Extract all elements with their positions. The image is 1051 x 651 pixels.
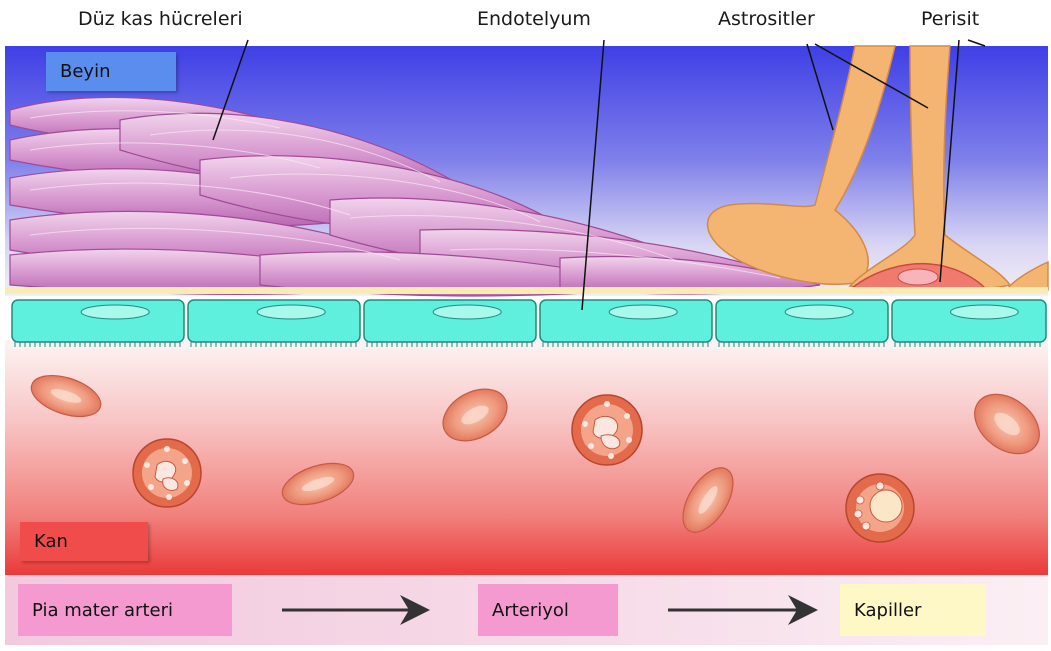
endothelial-cell-nucleus bbox=[81, 305, 149, 319]
endothelial-cell-nucleus bbox=[785, 305, 853, 319]
region-label-blood: Kan bbox=[20, 522, 148, 561]
flow-label-capillary: Kapiller bbox=[840, 584, 986, 636]
endothelial-cell-nucleus bbox=[609, 305, 677, 319]
flow-label-pia-mater-artery: Pia mater arteri bbox=[18, 584, 232, 636]
label-pericyte: Perisit bbox=[921, 8, 979, 30]
flow-label-arteriole: Arteriyol bbox=[478, 584, 618, 636]
endothelial-cell-nucleus bbox=[257, 305, 325, 319]
label-smooth-muscle-cells: Düz kas hücreleri bbox=[78, 8, 243, 30]
basement-membrane bbox=[5, 287, 1048, 294]
endothelial-cell-nucleus bbox=[433, 305, 501, 319]
endothelial-cells bbox=[12, 300, 1046, 347]
label-endothelium: Endotelyum bbox=[477, 8, 591, 30]
label-astrocytes: Astrositler bbox=[718, 8, 815, 30]
region-label-brain: Beyin bbox=[46, 52, 176, 91]
endothelial-cell-nucleus bbox=[951, 305, 1019, 319]
